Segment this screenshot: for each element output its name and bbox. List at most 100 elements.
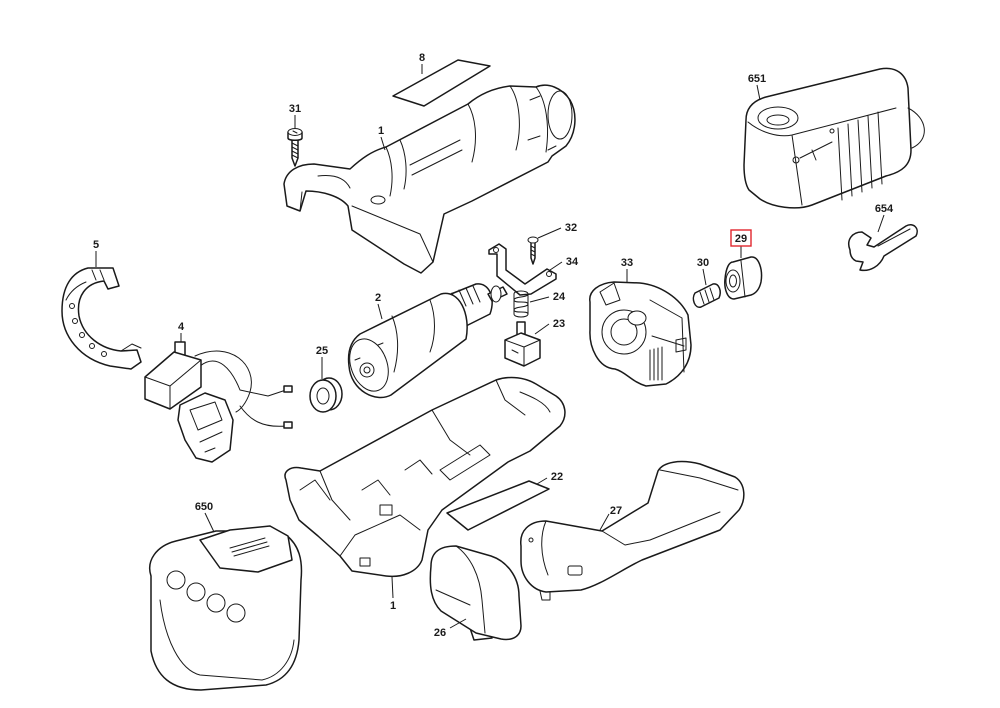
part-654-wrench-drawing [848, 224, 918, 272]
callout-650: 650 [195, 501, 213, 513]
callout-31: 31 [289, 103, 301, 115]
callout-30: 30 [697, 257, 709, 269]
callout-1-top: 1 [378, 125, 384, 137]
callout-651: 651 [748, 73, 766, 85]
leader-line-24 [529, 296, 550, 303]
part-650-terminal-block [199, 525, 293, 573]
part-2-front-shaft [363, 366, 371, 374]
part-5-hole-1 [69, 303, 75, 309]
part-33-housing-drawing [589, 281, 692, 387]
part-27-button [567, 565, 583, 576]
part-24-spring-drawing [513, 290, 529, 318]
part-4-wire-terminal-1 [283, 385, 293, 393]
leader-line-654 [877, 214, 885, 233]
part-654-outline [848, 224, 918, 272]
part-650-terminal-ribs [159, 537, 295, 681]
part-650-bump-1 [166, 570, 186, 590]
part-1-top-hole [370, 195, 386, 205]
leader-line-26 [449, 618, 467, 629]
part-34-outline [488, 243, 557, 296]
leader-lines [95, 64, 885, 629]
callout-8: 8 [419, 52, 425, 64]
part-32-threads [530, 245, 536, 257]
part-1-bottom-housing-drawing [284, 376, 566, 578]
part-22-outline [446, 480, 550, 531]
part-30-collet-drawing [692, 283, 721, 308]
part-651-outline [743, 67, 912, 209]
part-5-hole-3 [79, 332, 85, 338]
callout-25: 25 [316, 345, 328, 357]
part-4-wires [194, 350, 287, 427]
part-2-motor-drawing [347, 283, 508, 399]
callout-32: 32 [565, 222, 577, 234]
part-2-front-hub [359, 362, 375, 378]
part-1-top-nose-cap [547, 90, 573, 140]
part-29-bore [729, 274, 737, 288]
part-23-outline [504, 332, 541, 367]
part-33-boss [627, 310, 647, 326]
part-27-handle-drawing [520, 460, 745, 601]
part-29-face [725, 269, 741, 293]
callout-29: 29 [735, 233, 747, 245]
leader-line-1-top [380, 136, 386, 151]
callout-24: 24 [553, 291, 566, 303]
part-34-hole-right [546, 271, 552, 277]
leader-line-30 [702, 268, 707, 286]
callout-29-highlight-box [730, 229, 752, 247]
part-22-drawing [446, 480, 550, 531]
part-25-bearing-drawing [309, 377, 343, 413]
callout-22: 22 [551, 471, 563, 483]
part-32-screw-drawing [527, 236, 539, 265]
callout-34: 34 [566, 256, 579, 268]
part-34-bracket-drawing [488, 243, 557, 296]
leader-line-650 [204, 512, 215, 533]
part-25-front [309, 379, 337, 413]
part-651-charger-drawing [743, 67, 925, 209]
part-33-outline [589, 281, 692, 387]
part-31-thread-lines [291, 130, 299, 159]
part-1-top-details [299, 85, 557, 263]
part-1-bottom-outline [284, 376, 566, 578]
part-23-edges [504, 339, 541, 367]
part-1-bottom-slot-1 [359, 557, 371, 567]
part-1-bottom-inner-ribs [299, 379, 551, 557]
part-25-bore [316, 387, 330, 405]
part-651-cavity-inner [766, 114, 790, 126]
callout-5: 5 [93, 239, 99, 251]
part-1-top-housing-drawing [283, 84, 576, 274]
leader-line-34 [549, 261, 563, 271]
callout-23: 23 [553, 318, 565, 330]
part-651-indicator [792, 156, 800, 164]
part-651-cavity [757, 106, 799, 130]
leader-line-22 [536, 477, 548, 485]
leader-line-23 [534, 323, 550, 335]
part-26-outline [429, 545, 522, 641]
part-5-outline [61, 267, 142, 370]
part-24-coil [513, 290, 529, 318]
leader-line-2 [377, 303, 383, 320]
part-33-bore-inner [610, 318, 638, 346]
part-29-nut-drawing [724, 256, 763, 300]
part-651-top-face [747, 107, 897, 206]
part-26-cover-drawing [429, 545, 522, 641]
part-4-wire-terminal-2 [283, 421, 293, 429]
callout-26: 26 [434, 627, 446, 639]
leader-line-1-bottom [391, 576, 394, 599]
part-5-hole-2 [72, 318, 78, 324]
callout-4: 4 [178, 321, 185, 333]
part-2-can-face [349, 338, 389, 392]
part-29-flat [740, 260, 746, 298]
part-650-bump-2 [186, 582, 206, 602]
part-26-details [435, 545, 486, 634]
leader-line-651 [756, 84, 761, 101]
callout-2: 2 [375, 292, 381, 304]
part-27-details [539, 469, 739, 601]
callout-labels: 8 31 1 651 654 29 30 33 32 34 24 23 5 4 … [93, 52, 894, 639]
part-2-can-details [354, 299, 435, 373]
part-1-top-outline [283, 84, 576, 274]
part-5-details [65, 269, 142, 352]
part-4-trigger-assembly [177, 392, 234, 463]
part-30-slots [699, 287, 715, 305]
callout-33: 33 [621, 257, 633, 269]
